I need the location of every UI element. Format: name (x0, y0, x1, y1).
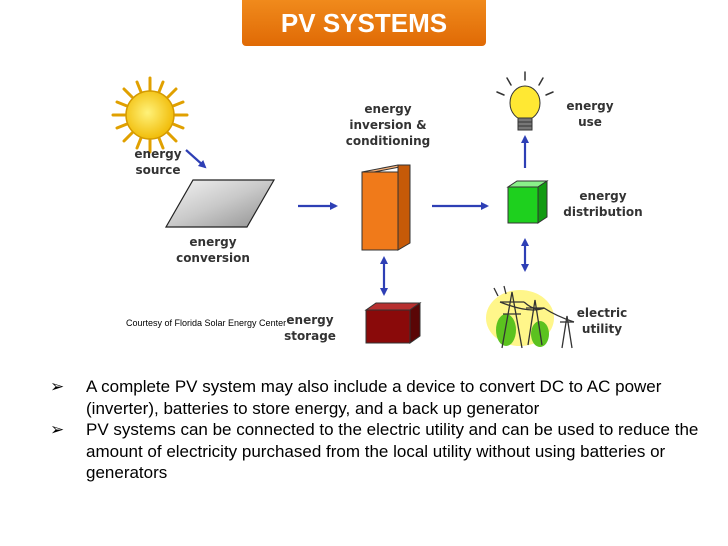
bullet-list: ➢ A complete PV system may also include … (48, 376, 718, 484)
distribution-block (506, 180, 549, 224)
light-bulb-icon (496, 71, 554, 131)
inverter-block (361, 164, 411, 251)
power-line-icon (486, 285, 575, 349)
sun-icon (111, 76, 189, 154)
pv-system-diagram (111, 71, 575, 349)
battery-block (364, 302, 422, 344)
slide-title: PV SYSTEMS (242, 0, 486, 46)
flow-arrows (185, 135, 529, 296)
label-energy-storage: energy storage (284, 313, 336, 343)
label-energy-use: energy use (566, 99, 614, 129)
courtesy-credit: Courtesy of Florida Solar Energy Center (126, 318, 287, 328)
bullet-text: A complete PV system may also include a … (86, 377, 662, 418)
label-energy-distribution: energy distribution (563, 189, 643, 219)
bullet-text: PV systems can be connected to the elect… (86, 420, 699, 482)
arrow-bullet-icon: ➢ (50, 420, 65, 439)
bullet-item: ➢ A complete PV system may also include … (48, 376, 718, 419)
solar-panel (164, 179, 276, 228)
label-energy-source: energy source (134, 147, 182, 177)
arrow-bullet-icon: ➢ (50, 377, 65, 396)
bullet-item: ➢ PV systems can be connected to the ele… (48, 419, 718, 484)
label-energy-inversion: energy inversion & conditioning (345, 102, 431, 148)
label-electric-utility: electric utility (576, 306, 628, 336)
label-energy-conversion: energy conversion (176, 235, 250, 265)
